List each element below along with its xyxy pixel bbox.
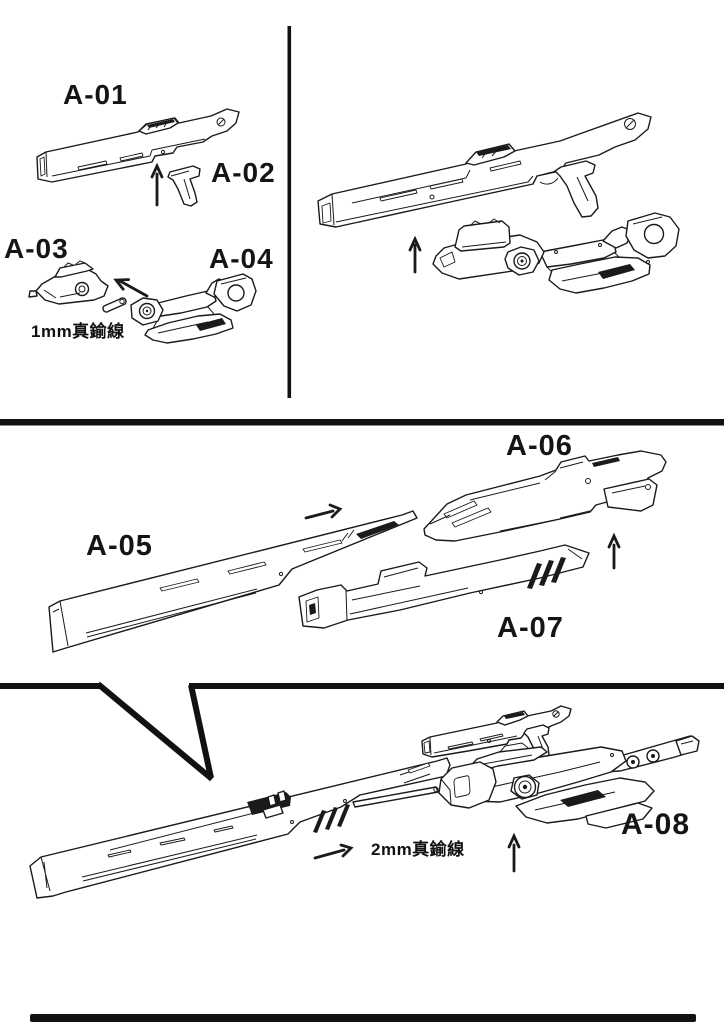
middle-divider bbox=[0, 419, 724, 426]
attach-arrow-a06-up bbox=[607, 532, 621, 570]
assembled-receiver-small-drawing bbox=[421, 705, 572, 759]
assembled-receiver-drawing bbox=[317, 112, 652, 228]
part-a02-drawing bbox=[167, 165, 201, 207]
part-a05-drawing bbox=[48, 510, 418, 653]
part-a07-drawing bbox=[298, 544, 590, 629]
brass-wire-1mm-pin bbox=[102, 297, 127, 313]
annotation-1mm-brass-wire: 1mm真鍮線 bbox=[31, 322, 125, 341]
page-bottom-bar bbox=[30, 1014, 696, 1022]
part-a04-drawing bbox=[130, 273, 257, 344]
panel-dividers bbox=[0, 26, 724, 1022]
brass-wire-2mm-rod bbox=[352, 786, 439, 808]
attach-arrow-wire-right bbox=[313, 843, 354, 860]
assembled-stock-drawing bbox=[29, 757, 451, 899]
attach-arrow-subassembly-up bbox=[408, 235, 422, 274]
label-a07: A-07 bbox=[497, 612, 564, 644]
label-a05: A-05 bbox=[86, 530, 153, 562]
attach-arrow-a08-up bbox=[507, 832, 521, 873]
label-a08: A-08 bbox=[621, 808, 691, 841]
attach-arrow-a02-up bbox=[150, 162, 164, 207]
vertical-divider bbox=[287, 26, 292, 398]
part-a08-drawing bbox=[438, 735, 700, 829]
annotation-2mm-brass-wire: 2mm真鍮線 bbox=[371, 840, 465, 859]
label-a06: A-06 bbox=[506, 430, 573, 462]
part-a01-drawing bbox=[36, 108, 240, 183]
label-a03: A-03 bbox=[4, 233, 69, 264]
bottom-divider-with-notch bbox=[0, 681, 724, 782]
attach-arrow-a05-right bbox=[304, 503, 343, 520]
label-a01: A-01 bbox=[63, 79, 128, 110]
label-a04: A-04 bbox=[209, 243, 274, 274]
attach-arrow-a03-upleft bbox=[113, 278, 149, 298]
part-a06-drawing bbox=[423, 450, 667, 542]
assembled-a03-a04-drawing bbox=[432, 212, 680, 294]
part-a03-drawing bbox=[28, 260, 109, 305]
label-a02: A-02 bbox=[211, 157, 276, 188]
